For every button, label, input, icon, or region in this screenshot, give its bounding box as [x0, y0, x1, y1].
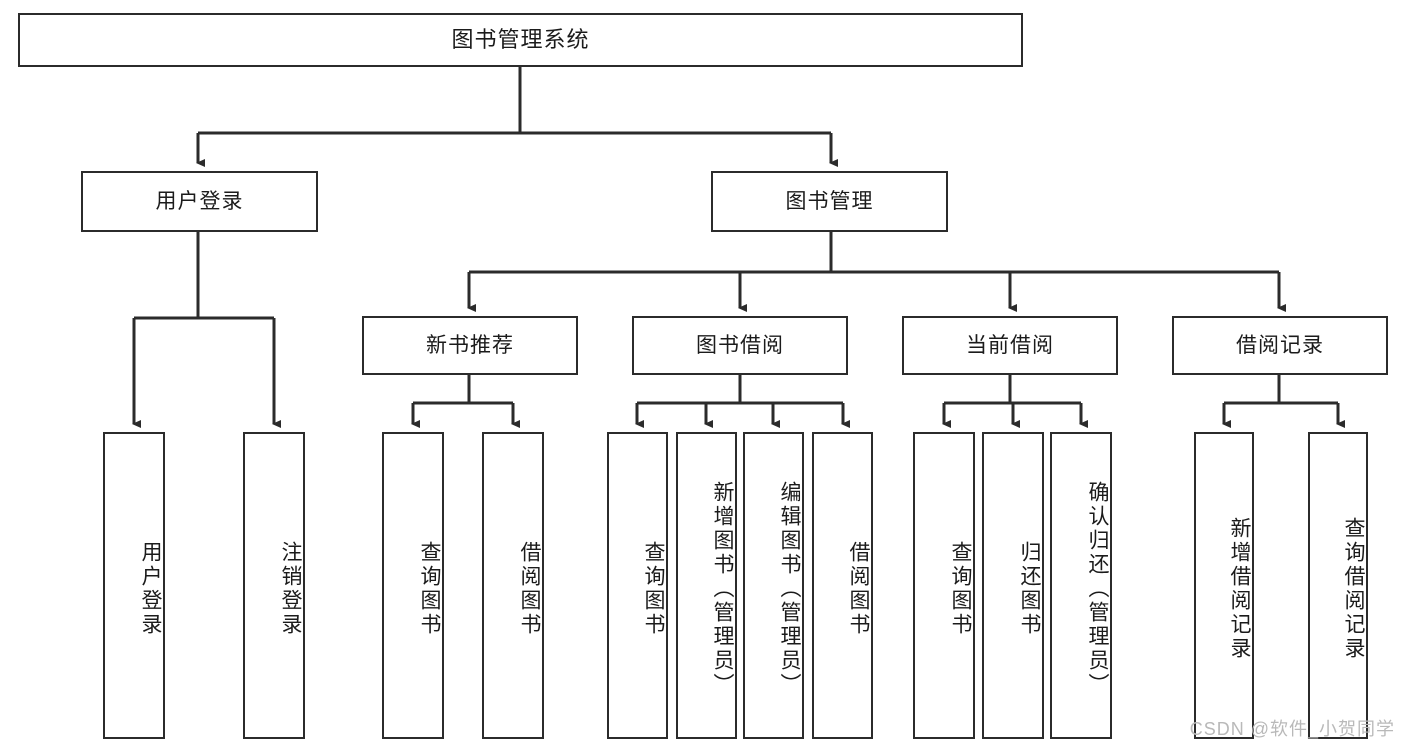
leaf-user-login-logout[interactable]: 注销登录	[243, 432, 305, 739]
leaf-recommend-query-book[interactable]: 查询图书	[382, 432, 444, 739]
leaf-borrow-add-book-admin[interactable]: 新增图书（管理员）	[676, 432, 737, 739]
node-user-login[interactable]: 用户登录	[81, 171, 318, 232]
node-book-borrow[interactable]: 图书借阅	[632, 316, 848, 375]
node-new-book-recommend[interactable]: 新书推荐	[362, 316, 578, 375]
node-label: 新增图书（管理员）	[711, 480, 734, 697]
leaf-record-query-record[interactable]: 查询借阅记录	[1308, 432, 1368, 739]
leaf-current-confirm-return-admin[interactable]: 确认归还（管理员）	[1050, 432, 1112, 739]
leaf-record-add-record[interactable]: 新增借阅记录	[1194, 432, 1254, 739]
node-label: 新书推荐	[426, 333, 514, 357]
node-label: 图书借阅	[696, 333, 784, 357]
node-label: 借阅图书	[847, 540, 870, 637]
node-label: 确认归还（管理员）	[1086, 480, 1109, 697]
leaf-user-login-login[interactable]: 用户登录	[103, 432, 165, 739]
leaf-current-query-book[interactable]: 查询图书	[913, 432, 975, 739]
node-book-management[interactable]: 图书管理	[711, 171, 948, 232]
node-label: 当前借阅	[966, 333, 1054, 357]
node-label: 注销登录	[279, 540, 302, 637]
node-label: 查询图书	[642, 540, 665, 637]
node-current-borrow[interactable]: 当前借阅	[902, 316, 1118, 375]
node-label: 查询图书	[418, 540, 441, 637]
node-label: 查询借阅记录	[1342, 516, 1365, 661]
leaf-borrow-edit-book-admin[interactable]: 编辑图书（管理员）	[743, 432, 804, 739]
leaf-borrow-query-book[interactable]: 查询图书	[607, 432, 668, 739]
watermark-text: CSDN @软件_小贺同学	[1189, 719, 1395, 739]
node-label: 查询图书	[949, 540, 972, 637]
node-root[interactable]: 图书管理系统	[18, 13, 1023, 67]
leaf-recommend-borrow-book[interactable]: 借阅图书	[482, 432, 544, 739]
node-label: 图书管理系统	[451, 26, 590, 52]
leaf-borrow-borrow-book[interactable]: 借阅图书	[812, 432, 873, 739]
node-label: 编辑图书（管理员）	[778, 480, 801, 697]
node-label: 借阅图书	[518, 540, 541, 637]
node-label: 用户登录	[139, 540, 162, 637]
node-label: 归还图书	[1018, 540, 1041, 637]
node-label: 借阅记录	[1236, 333, 1324, 357]
node-label: 用户登录	[155, 189, 244, 213]
node-label: 新增借阅记录	[1228, 516, 1251, 661]
node-borrow-record[interactable]: 借阅记录	[1172, 316, 1388, 375]
node-label: 图书管理	[785, 189, 874, 213]
leaf-current-return-book[interactable]: 归还图书	[982, 432, 1044, 739]
